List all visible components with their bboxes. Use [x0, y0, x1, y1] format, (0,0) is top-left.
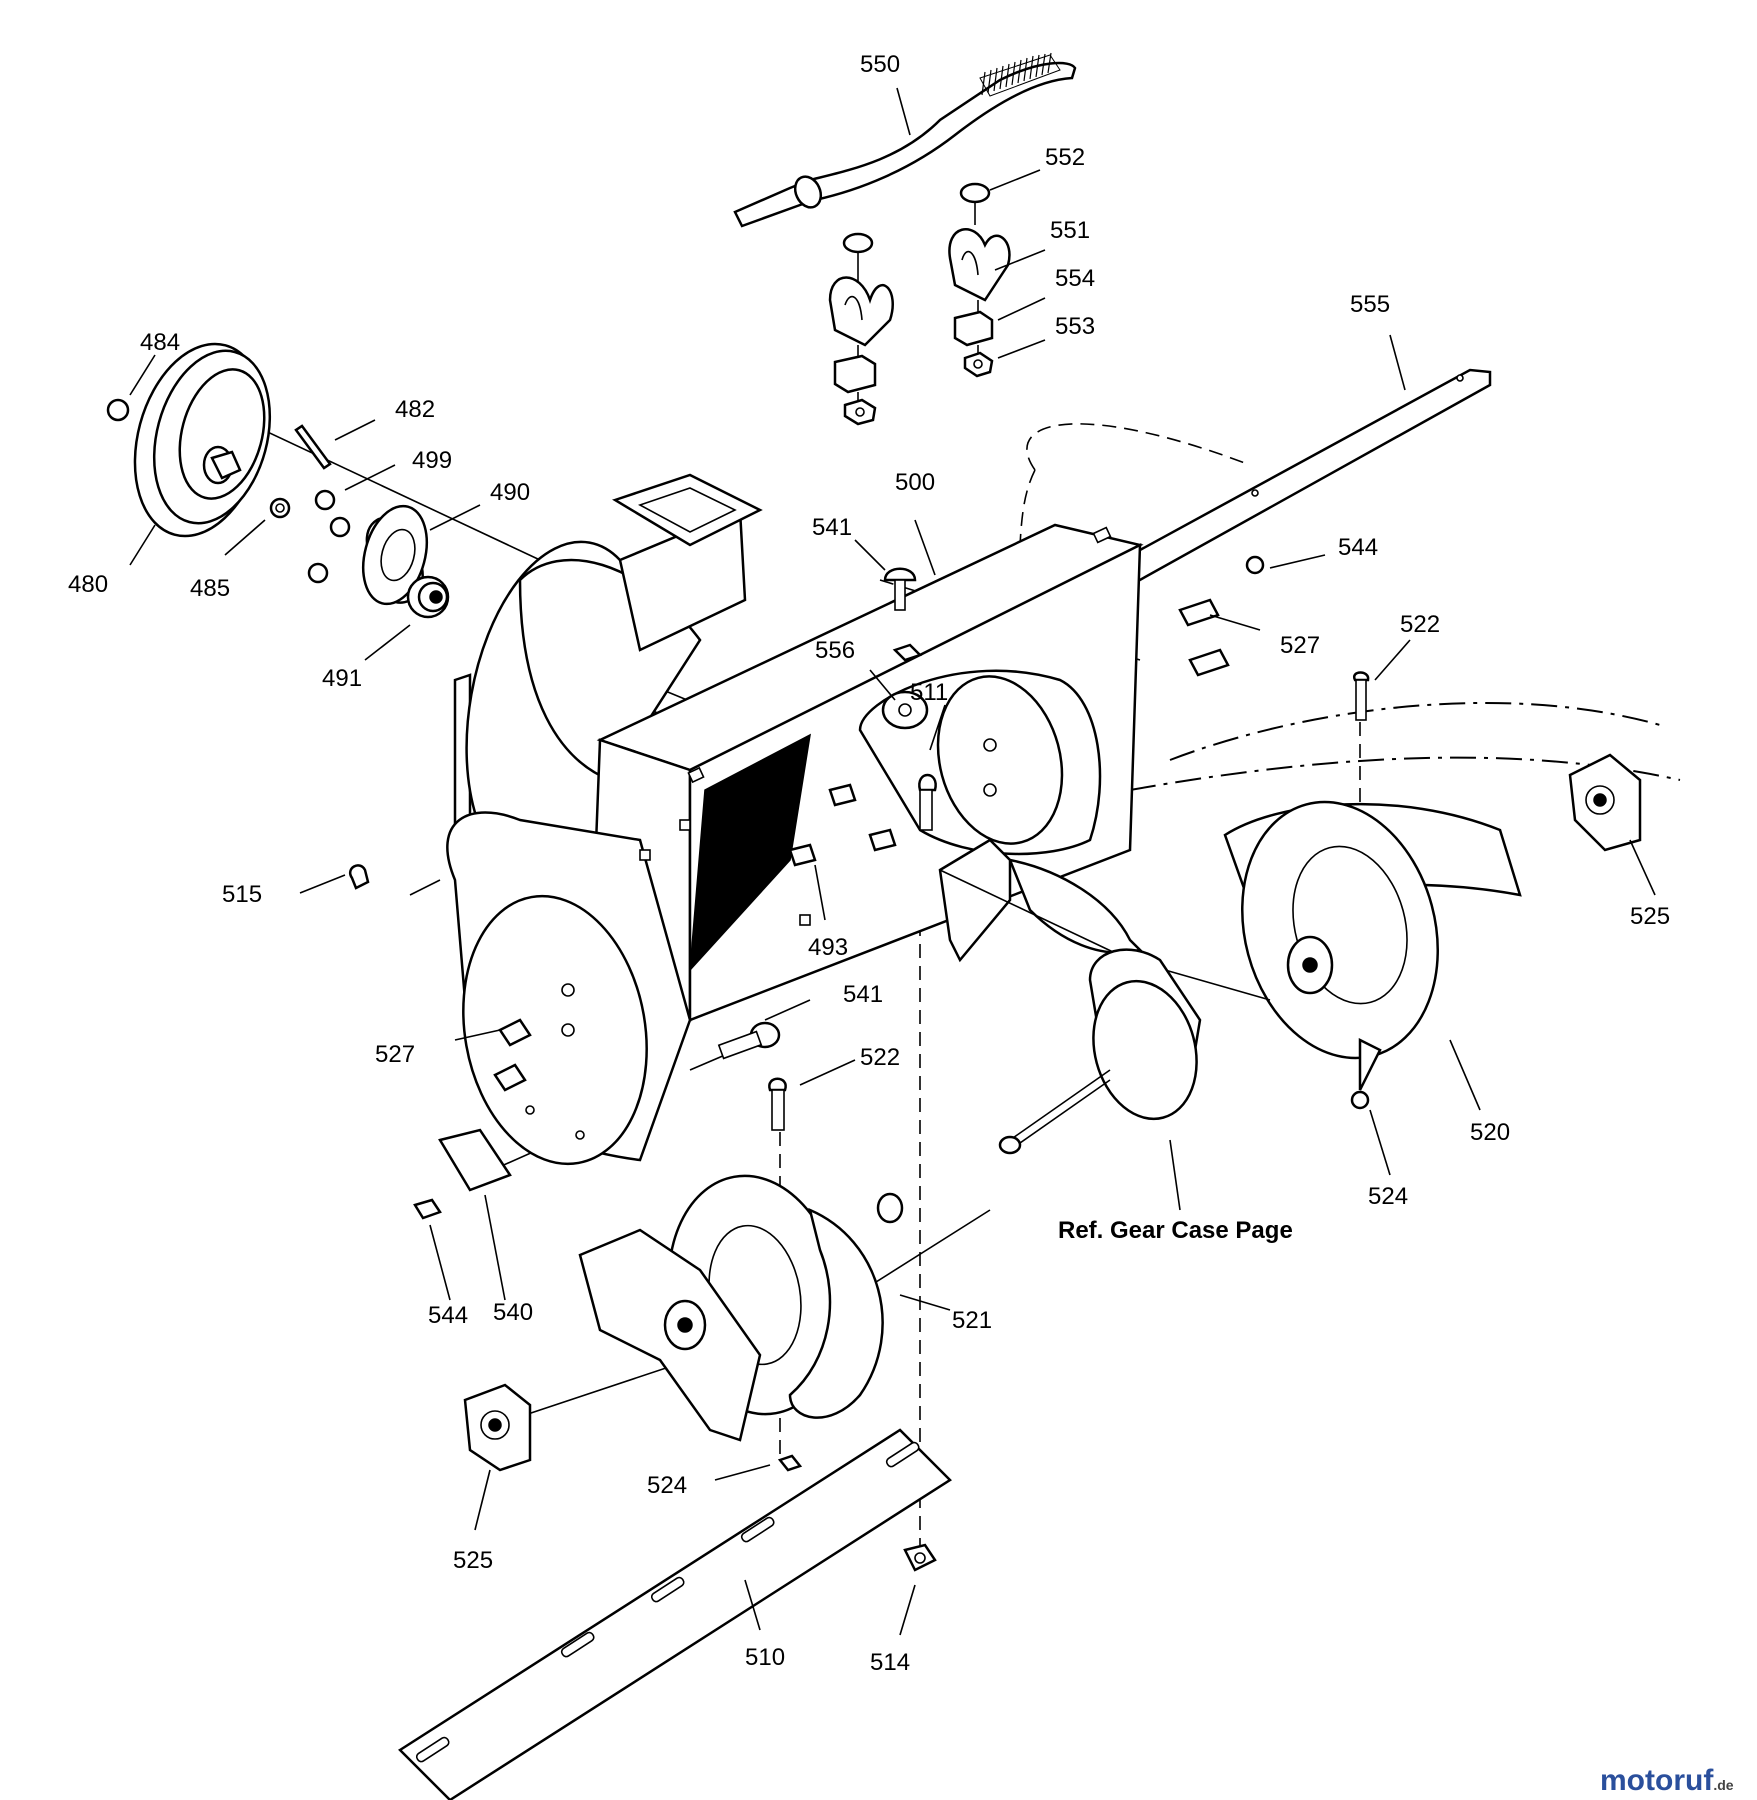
callout-490: 490 — [490, 479, 530, 506]
callout-500: 500 — [895, 469, 935, 496]
callout-485: 485 — [190, 575, 230, 602]
gear-case — [938, 838, 1271, 1155]
callout-544-top: 544 — [1338, 534, 1378, 561]
rod-guide-bracket-right — [948, 182, 1011, 378]
gear-case-reference-note: Ref. Gear Case Page — [1058, 1217, 1293, 1244]
callout-524-right: 524 — [1368, 1183, 1408, 1210]
watermark-text: motoruf.de — [1600, 1764, 1734, 1797]
callout-541-top: 541 — [812, 514, 852, 541]
watermark: motoruf.de — [1600, 1764, 1734, 1797]
leader-lines — [129, 87, 1656, 1636]
auger-right — [1223, 800, 1522, 1091]
callout-499: 499 — [412, 447, 452, 474]
callout-522-mid: 522 — [860, 1044, 900, 1071]
callout-480: 480 — [68, 571, 108, 598]
callout-541-mid: 541 — [843, 981, 883, 1008]
callout-550: 550 — [860, 51, 900, 78]
callout-556: 556 — [815, 637, 855, 664]
hardware-bolts — [349, 555, 1370, 1572]
callout-491: 491 — [322, 665, 362, 692]
auger-left — [578, 1174, 904, 1442]
callout-525-left: 525 — [453, 1547, 493, 1574]
callout-525-right: 525 — [1630, 903, 1670, 930]
callout-522-top: 522 — [1400, 611, 1440, 638]
callout-552: 552 — [1045, 144, 1085, 171]
callout-540: 540 — [493, 1299, 533, 1326]
callout-555: 555 — [1350, 291, 1390, 318]
chute-crank-rod — [733, 52, 1077, 228]
callout-514: 514 — [870, 1649, 910, 1676]
callout-511: 511 — [910, 679, 948, 706]
callout-labels: 550 552 551 554 553 555 484 482 499 490 … — [68, 51, 1670, 1676]
auger-housing — [446, 473, 1144, 1166]
callout-554: 554 — [1055, 265, 1095, 292]
callout-515: 515 — [222, 881, 262, 908]
bearing-flange-left — [463, 1383, 532, 1472]
callout-510: 510 — [745, 1644, 785, 1671]
callout-553: 553 — [1055, 313, 1095, 340]
bearing-flange-right — [1568, 753, 1642, 852]
callout-527-top: 527 — [1280, 632, 1320, 659]
callout-521: 521 — [952, 1307, 992, 1334]
callout-484: 484 — [140, 329, 180, 356]
callout-493: 493 — [808, 934, 848, 961]
pulley-group — [106, 342, 450, 619]
scraper-bar — [398, 1428, 952, 1800]
callout-551: 551 — [1050, 217, 1090, 244]
callout-544-left: 544 — [428, 1302, 468, 1329]
callout-527-left: 527 — [375, 1041, 415, 1068]
rod-guide-bracket-left — [828, 232, 894, 426]
callout-524-left: 524 — [647, 1472, 687, 1499]
callout-520: 520 — [1470, 1119, 1510, 1146]
callout-482: 482 — [395, 396, 435, 423]
